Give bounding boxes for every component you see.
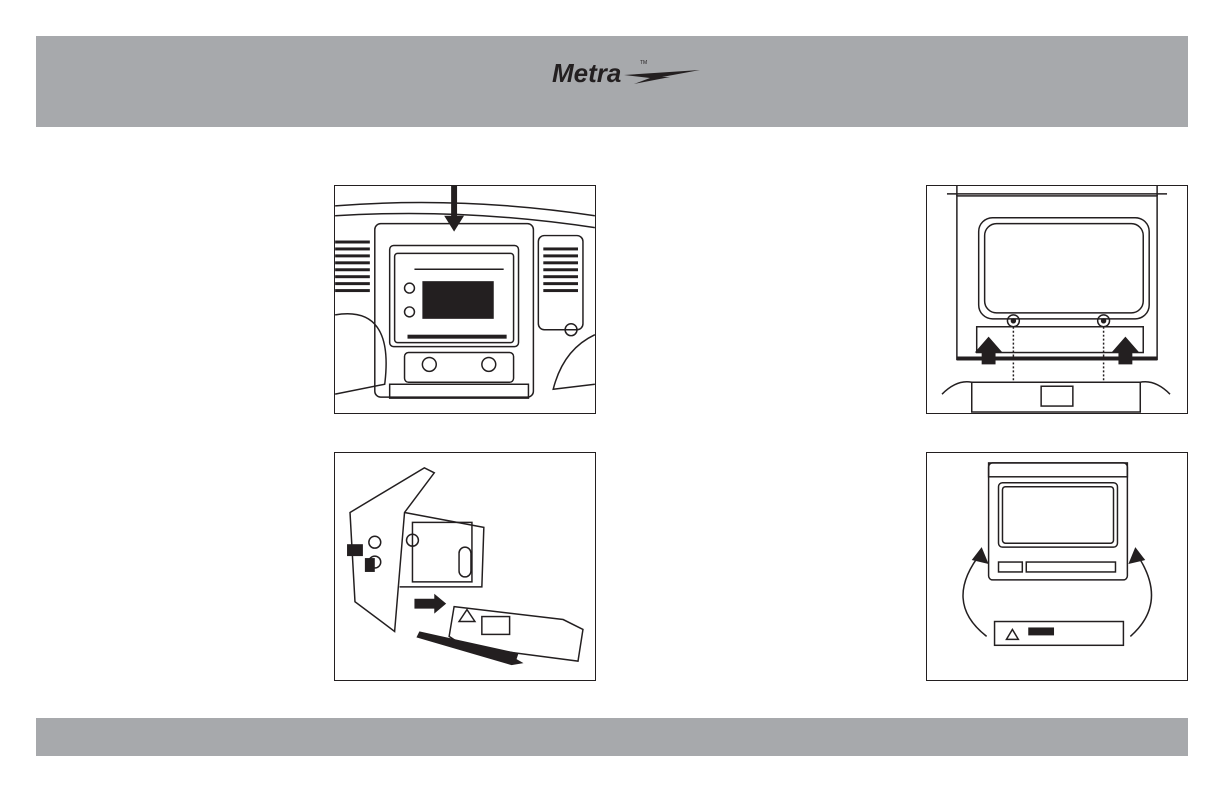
radio-installation-illustration <box>927 453 1187 680</box>
figure-bezel-brackets <box>926 185 1188 414</box>
figure-radio-installation <box>926 452 1188 681</box>
bezel-brackets-illustration <box>927 186 1187 413</box>
kit-assembly-illustration <box>335 453 595 680</box>
svg-text:TM: TM <box>640 60 647 66</box>
metra-logo-icon: Metra TM <box>550 56 710 90</box>
figure-dash-radio <box>334 185 596 414</box>
footer-bar <box>36 718 1188 756</box>
dash-radio-illustration <box>335 186 595 413</box>
svg-text:Metra: Metra <box>552 58 621 88</box>
figure-kit-assembly <box>334 452 596 681</box>
